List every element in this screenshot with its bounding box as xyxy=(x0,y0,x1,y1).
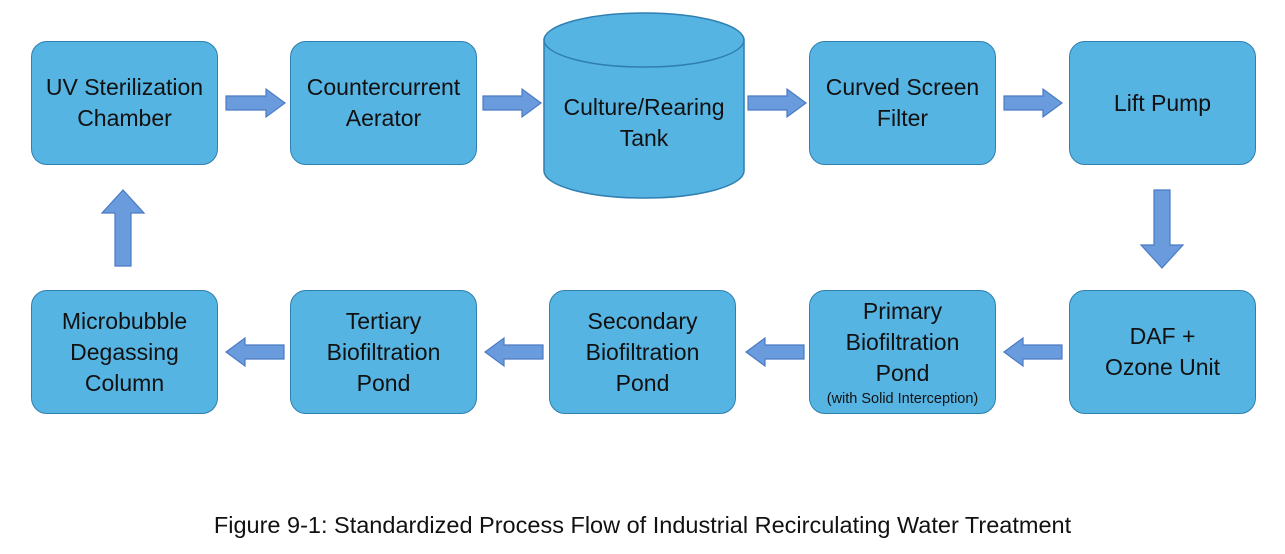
curved-screen-filter-node: Curved Screen Filter xyxy=(809,41,996,165)
figure-caption: Figure 9-1: Standardized Process Flow of… xyxy=(213,512,1072,538)
microbubble-degassing-column-node: Microbubble Degassing Column xyxy=(31,290,218,414)
arrow-up-degas-to-uv xyxy=(100,189,146,267)
daf-ozone-unit-node: DAF + Ozone Unit xyxy=(1069,290,1256,414)
culture-rearing-tank-label: Culture/Rearing Tank xyxy=(563,94,725,151)
primary-biofiltration-pond-label: Primary Biofiltration Pond xyxy=(845,298,960,386)
secondary-biofiltration-pond-label: Secondary Biofiltration Pond xyxy=(585,307,700,396)
culture-tank-cylinder xyxy=(543,12,745,199)
microbubble-degassing-column-label: Microbubble Degassing Column xyxy=(61,307,188,396)
countercurrent-aerator-node: Countercurrent Aerator xyxy=(290,41,477,165)
countercurrent-aerator-label: Countercurrent Aerator xyxy=(306,74,461,131)
arrow-right-aerator-to-tank xyxy=(482,87,543,119)
uv-sterilization-chamber-label: UV Sterilization Chamber xyxy=(45,74,204,131)
lift-pump-label: Lift Pump xyxy=(1113,89,1212,116)
tertiary-biofiltration-pond-node: Tertiary Biofiltration Pond xyxy=(290,290,477,414)
curved-screen-filter-label: Curved Screen Filter xyxy=(825,74,980,131)
arrow-left-primary-to-secondary xyxy=(744,336,805,368)
tertiary-biofiltration-pond-label: Tertiary Biofiltration Pond xyxy=(326,307,441,396)
arrow-left-secondary-to-tertiary xyxy=(483,336,544,368)
solid-interception-note: (with Solid Interception) xyxy=(826,391,979,407)
arrow-left-tertiary-to-degas xyxy=(224,336,285,368)
arrow-right-tank-to-filter xyxy=(747,87,808,119)
arrow-down-pump-to-daf xyxy=(1139,189,1185,269)
arrow-right-filter-to-pump xyxy=(1003,87,1064,119)
daf-ozone-unit-label: DAF + Ozone Unit xyxy=(1104,323,1221,380)
uv-sterilization-chamber-node: UV Sterilization Chamber xyxy=(31,41,218,165)
secondary-biofiltration-pond-node: Secondary Biofiltration Pond xyxy=(549,290,736,414)
arrow-left-daf-to-primary xyxy=(1002,336,1063,368)
lift-pump-node: Lift Pump xyxy=(1069,41,1256,165)
arrow-right-uv-to-aerator xyxy=(225,87,287,119)
primary-biofiltration-pond-node: Primary Biofiltration Pond (with Solid I… xyxy=(809,290,996,414)
